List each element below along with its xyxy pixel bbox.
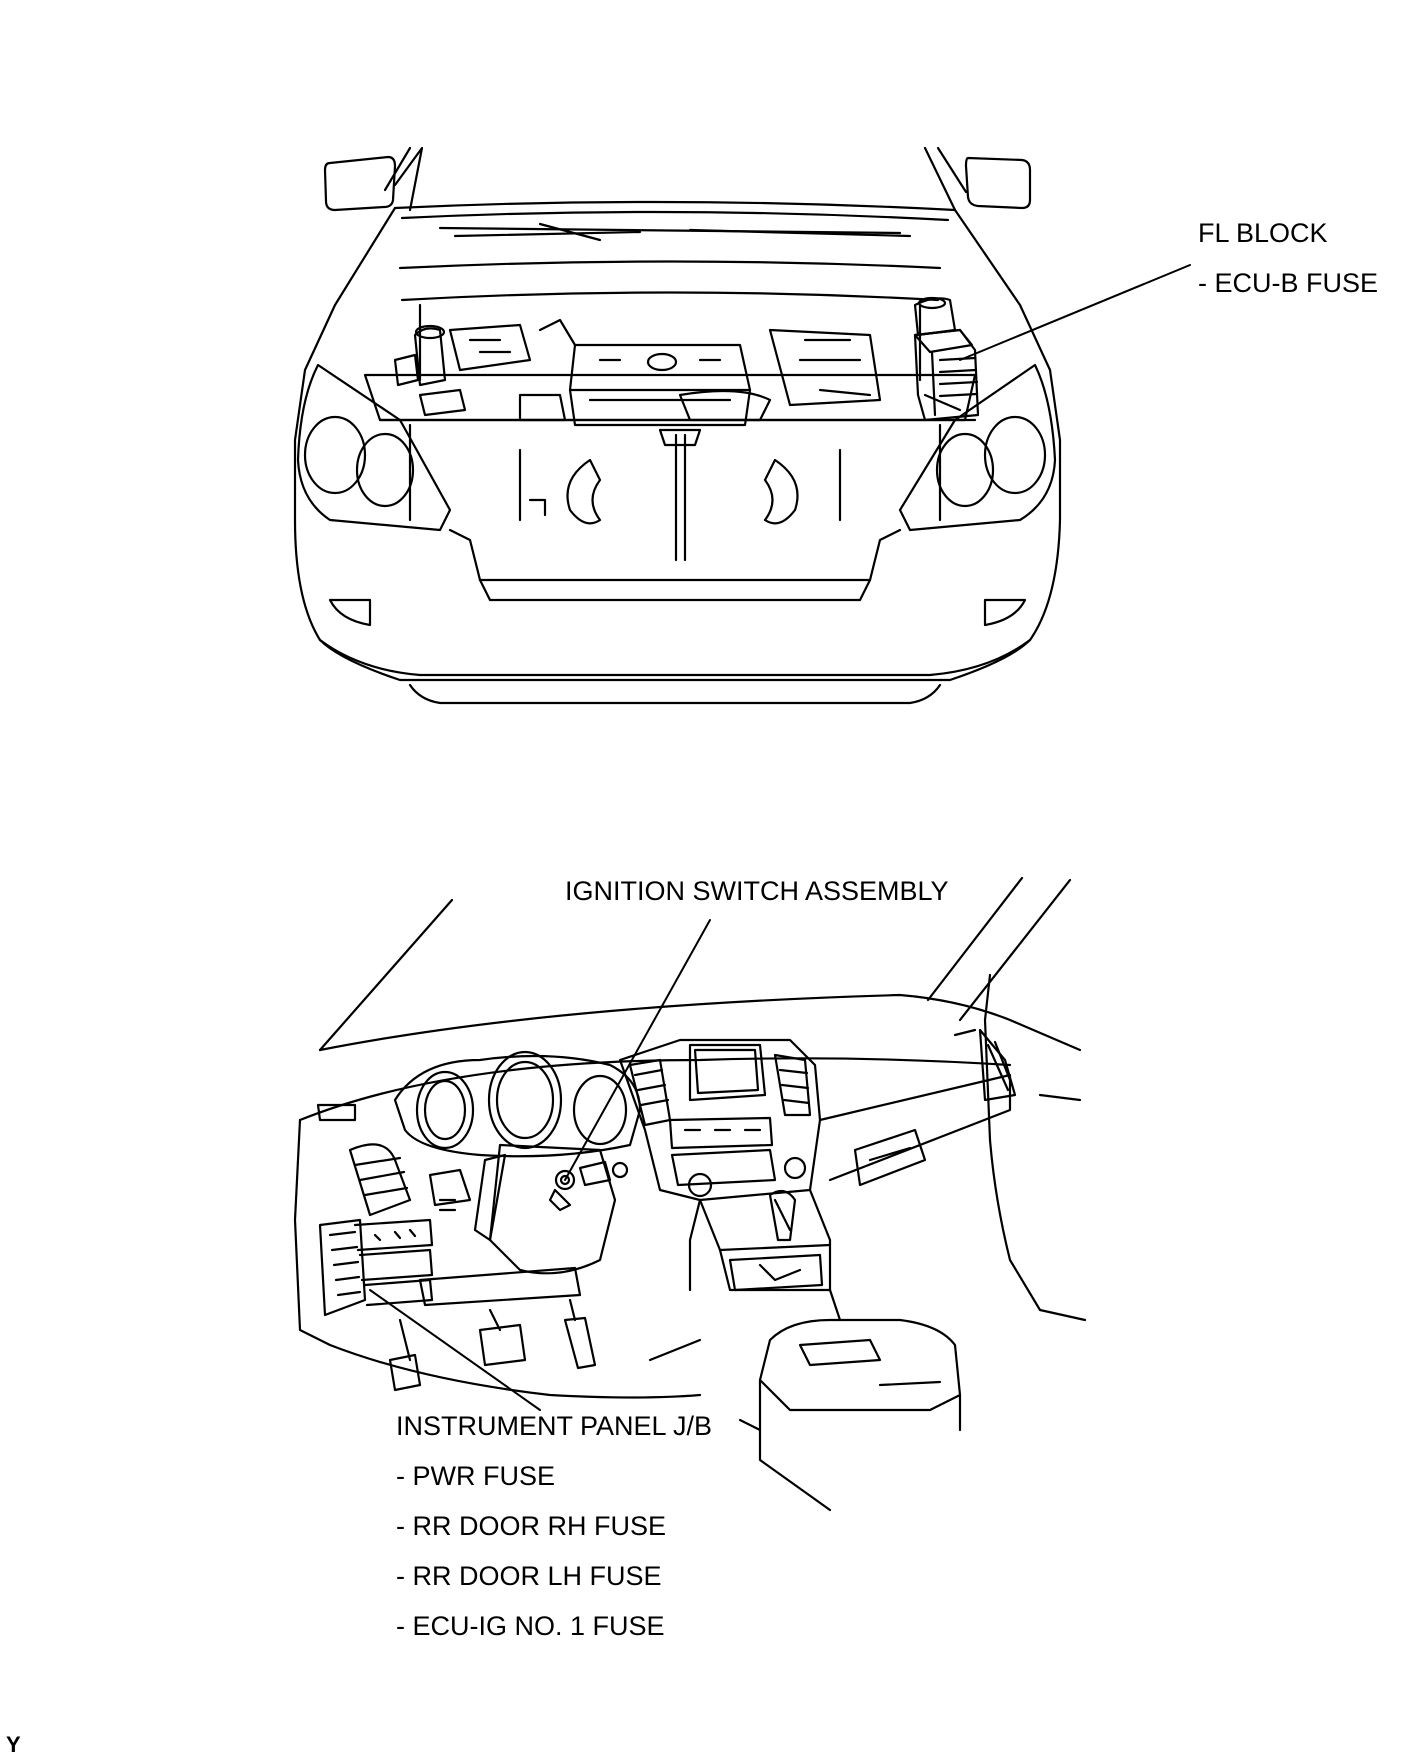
pwr-fuse-label: - PWR FUSE: [396, 1461, 555, 1491]
pedal-left: [388, 1353, 422, 1392]
rr-door-lh-fuse-label: - RR DOOR LH FUSE: [396, 1561, 662, 1591]
engine-compartment-drawing: [293, 146, 1191, 705]
fl-block-leader-line: [959, 264, 1191, 361]
instrument-panel-jb-label: INSTRUMENT PANEL J/B: [396, 1411, 713, 1441]
right-horn: [763, 458, 799, 525]
pedal-brake: [478, 1323, 527, 1367]
instrument-panel-jb: [318, 1218, 367, 1317]
dashboard-drawing: [293, 876, 1087, 1512]
left-horn: [566, 458, 602, 525]
right-headlight: [898, 363, 1057, 532]
rr-door-rh-fuse-label: - RR DOOR RH FUSE: [396, 1511, 666, 1541]
ignition-switch-leader-line: [564, 919, 711, 1181]
fl-block-label: FL BLOCK: [1198, 218, 1328, 248]
left-headlight: [296, 363, 452, 532]
ecu-ig-no1-fuse-label: - ECU-IG NO. 1 FUSE: [396, 1611, 665, 1641]
figure-id: Y: [6, 1732, 21, 1757]
pedal-accelerator: [563, 1316, 597, 1370]
left-mirror: [323, 155, 397, 212]
fl-block-fuse-box: [913, 328, 980, 422]
right-mirror: [964, 156, 1032, 210]
ignition-switch-label: IGNITION SWITCH ASSEMBLY: [565, 876, 949, 906]
ecu-b-fuse-label: - ECU-B FUSE: [1198, 268, 1379, 298]
ignition-switch-keyhole: [554, 1169, 576, 1191]
instrument-panel-jb-leader-line: [369, 1289, 541, 1411]
